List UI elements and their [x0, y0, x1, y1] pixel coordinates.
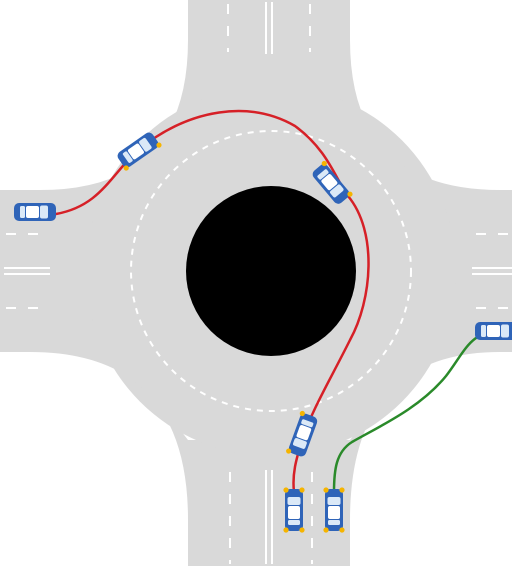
car-northeast	[312, 160, 353, 204]
car-west-entry	[14, 203, 56, 221]
green-path	[332, 328, 508, 494]
indicator-light	[339, 527, 345, 533]
car-rear-window	[481, 325, 486, 337]
indicator-light	[347, 191, 353, 197]
car-roof	[328, 506, 340, 519]
indicator-light	[323, 527, 329, 533]
car-rear-window	[288, 520, 300, 525]
car-windshield	[330, 184, 344, 198]
indicator-light	[299, 527, 305, 533]
car-windshield	[327, 497, 341, 505]
road-flare-se	[350, 352, 500, 520]
car-south-right-lane	[323, 487, 345, 533]
car-south-left-lane	[283, 487, 305, 533]
car-windshield	[287, 497, 301, 505]
car-rear-window	[301, 419, 314, 428]
car-windshield	[293, 438, 307, 449]
indicator-light	[299, 410, 305, 417]
indicator-light	[286, 448, 292, 454]
car-roof	[288, 506, 300, 519]
indicator-light	[123, 165, 129, 171]
car-rear-window	[328, 520, 340, 525]
road-flare-nw	[40, 40, 188, 190]
car-roof	[26, 206, 39, 218]
indicator-light	[339, 487, 345, 493]
road-flare-ne	[350, 40, 500, 190]
indicator-light	[283, 487, 289, 493]
car-rear-window	[20, 206, 25, 218]
lane-markings	[4, 2, 512, 564]
car-roof	[296, 425, 312, 441]
indicator-light	[321, 160, 327, 167]
car-roof	[127, 143, 144, 160]
car-rear-window	[317, 169, 329, 180]
road-arm-south	[188, 440, 350, 566]
circulating-lane-divider	[130, 130, 412, 412]
car-rear-window	[122, 151, 133, 163]
indicator-light	[323, 487, 329, 493]
car-windshield	[501, 324, 509, 338]
car-roof	[321, 174, 338, 191]
cars	[14, 132, 512, 533]
car-windshield	[40, 205, 48, 219]
car-southwest	[286, 410, 318, 457]
car-roof	[487, 325, 500, 337]
road-flare-sw	[30, 352, 188, 520]
car-northwest	[117, 132, 162, 171]
central-island	[186, 186, 356, 356]
car-east-exit	[475, 322, 512, 340]
indicator-light	[283, 527, 289, 533]
indicator-light	[299, 487, 305, 493]
indicator-light	[156, 142, 162, 148]
car-windshield	[139, 138, 152, 152]
